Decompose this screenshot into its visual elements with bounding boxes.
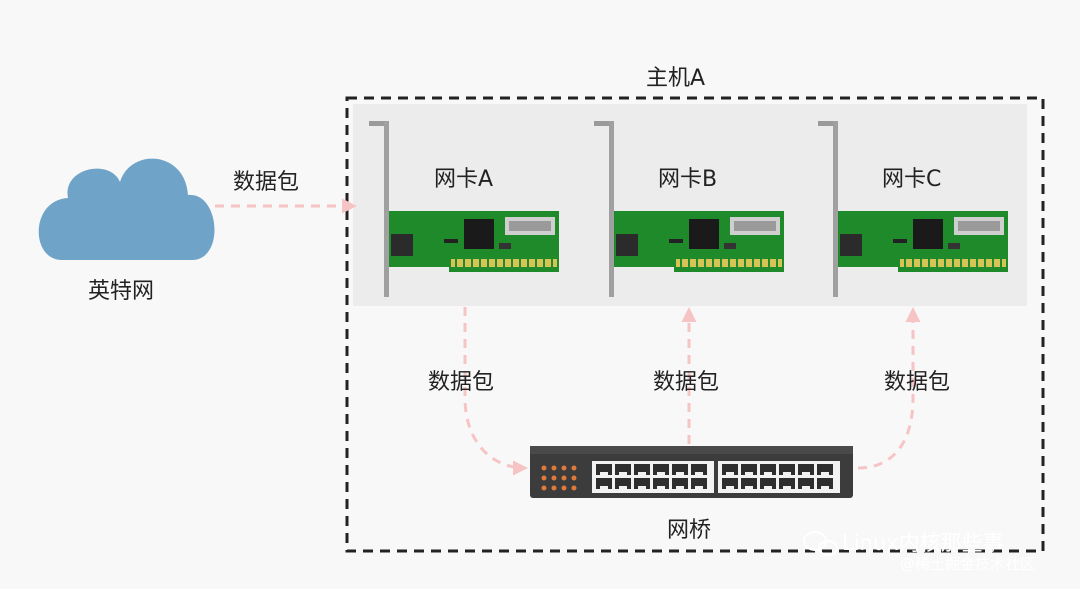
host-boundary-box — [345, 96, 1045, 553]
arrow-nic-a-to-bridge — [463, 307, 528, 476]
nic-c-label: 网卡C — [882, 167, 942, 192]
nic-b-label: 网卡B — [658, 167, 718, 192]
packet-label-a: 数据包 — [428, 370, 495, 395]
internet-label: 英特网 — [88, 279, 155, 304]
packet-label-c: 数据包 — [884, 370, 951, 395]
cloud-icon — [38, 158, 215, 260]
bridge-switch-icon — [530, 446, 853, 498]
wechat-icon — [803, 531, 838, 556]
packet-label-internet: 数据包 — [233, 170, 300, 195]
host-label: 主机A — [646, 66, 706, 91]
nic-panel — [353, 104, 1027, 306]
watermark-subtitle: @稀土掘金技术社区 — [900, 555, 1036, 573]
watermark-title: Linux内核那些事 — [842, 531, 1004, 555]
nic-a-label: 网卡A — [434, 167, 494, 192]
packet-label-b: 数据包 — [653, 370, 720, 395]
bridge-label: 网桥 — [667, 518, 712, 543]
arrow-bridge-to-nic-c — [857, 307, 921, 470]
